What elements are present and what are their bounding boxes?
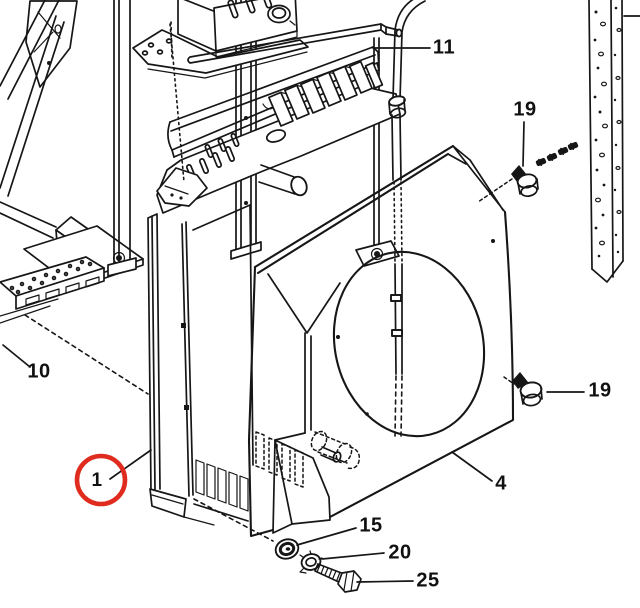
callout-1-highlighted: 1 xyxy=(91,470,103,491)
callout-15: 15 xyxy=(359,514,383,537)
assembly-dashed-lines xyxy=(24,23,515,542)
lock-washer-20 xyxy=(299,550,323,574)
fan-opening xyxy=(332,250,486,438)
callout-4: 4 xyxy=(495,472,507,495)
callout-10: 10 xyxy=(27,360,51,383)
radiator-fins xyxy=(268,60,384,127)
sill-perforation-dots xyxy=(9,259,93,295)
post-perforation-dots xyxy=(593,6,622,258)
grommet-upper-19 xyxy=(511,141,579,198)
washer-15 xyxy=(274,538,300,560)
highlight-circle-part-1 xyxy=(74,453,128,507)
callout-19-upper: 19 xyxy=(513,98,537,121)
overflow-tube xyxy=(388,0,426,438)
bolt-25 xyxy=(314,563,362,593)
upper-support-assembly xyxy=(132,0,403,158)
hidden-drain-fitting xyxy=(255,430,361,488)
right-frame-post xyxy=(588,0,640,283)
callout-19-lower: 19 xyxy=(588,379,612,402)
callout-20: 20 xyxy=(388,541,412,564)
radiator xyxy=(147,60,401,526)
grommet-lower-19 xyxy=(512,372,543,407)
callout-leader-lines xyxy=(2,47,585,583)
fan-shroud xyxy=(247,144,515,538)
callout-25: 25 xyxy=(416,569,440,592)
callout-11: 11 xyxy=(432,36,456,59)
screw-set-19 xyxy=(535,141,579,167)
